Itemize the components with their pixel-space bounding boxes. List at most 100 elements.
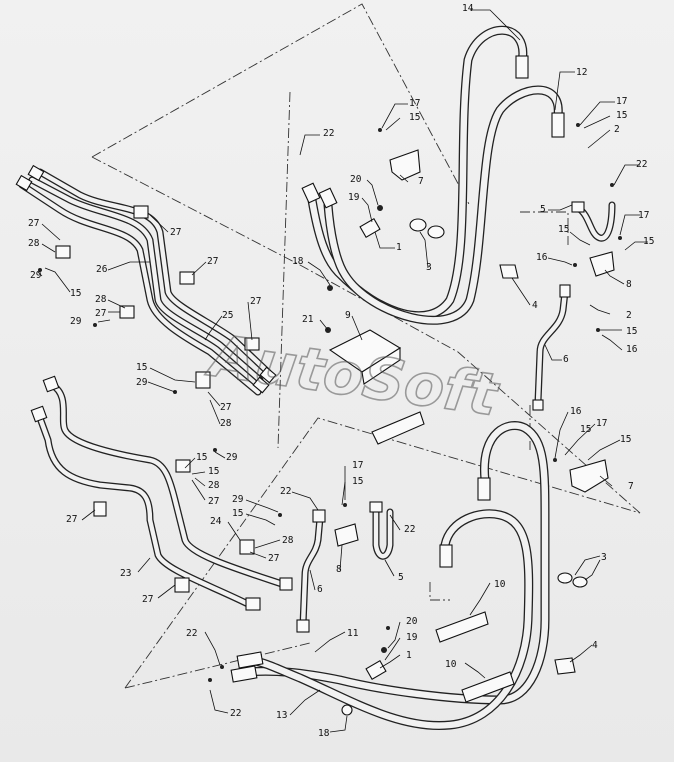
watermark: AutoSoft [202, 321, 503, 429]
exploded-view-boundary [91, 3, 641, 689]
hose-14 [307, 25, 529, 321]
callout-20: 20 [350, 174, 362, 185]
callout-21: 21 [302, 314, 314, 325]
clips-3-upper [409, 218, 445, 239]
hose-lower-right [230, 421, 550, 731]
callout-9: 9 [345, 310, 351, 321]
callout-6: 6 [317, 584, 323, 595]
callout-10: 10 [494, 579, 506, 590]
screw-18-upper [327, 285, 333, 291]
callout-15: 15 [196, 452, 207, 463]
pipe-ends-left-upper [15, 164, 277, 394]
callout-22: 22 [230, 708, 241, 719]
callout-15: 15 [558, 224, 569, 235]
callout-19: 19 [406, 632, 418, 643]
callout-8: 8 [336, 564, 342, 575]
bracket-7-lower [569, 459, 609, 493]
callout-2: 2 [614, 124, 620, 135]
callout-17: 17 [352, 460, 363, 471]
callout-6: 6 [563, 354, 569, 365]
pipe-24 [48, 381, 289, 589]
callout-23: 23 [120, 568, 131, 579]
callout-27: 27 [28, 218, 39, 229]
callout-22: 22 [323, 128, 334, 139]
callout-29: 29 [30, 270, 42, 281]
clamp-1-upper [359, 205, 383, 238]
callout-15: 15 [136, 362, 147, 373]
callout-5: 5 [540, 204, 546, 215]
callout-28: 28 [220, 418, 232, 429]
callout-11: 11 [347, 628, 359, 639]
callout-15: 15 [620, 434, 631, 445]
callout-15: 15 [580, 424, 591, 435]
callout-7: 7 [628, 481, 634, 492]
callout-8: 8 [626, 279, 632, 290]
callout-27: 27 [95, 308, 106, 319]
callout-12: 12 [576, 67, 587, 78]
callout-2: 2 [626, 310, 632, 321]
pipe-ends-left-lower [30, 375, 293, 611]
callout-27: 27 [170, 227, 181, 238]
callout-28: 28 [208, 480, 220, 491]
callout-1: 1 [406, 650, 412, 661]
callout-14: 14 [462, 3, 474, 14]
callout-5: 5 [398, 572, 404, 583]
pipe-6-lower [296, 509, 326, 633]
callout-16: 16 [626, 344, 638, 355]
callout-3: 3 [601, 552, 607, 563]
callout-labels: 14 12 17 15 22 20 19 7 17 15 2 22 5 1 3 … [28, 3, 654, 739]
callout-22: 22 [186, 628, 197, 639]
callout-15: 15 [208, 466, 219, 477]
nut-18-lower [341, 704, 353, 716]
callout-25: 25 [222, 310, 233, 321]
callout-29: 29 [232, 494, 244, 505]
bracket-8-lower [334, 523, 359, 547]
cover-9 [328, 329, 402, 385]
callout-28: 28 [95, 294, 107, 305]
clamp-4-upper [499, 264, 519, 279]
callout-27: 27 [220, 402, 231, 413]
callout-27: 27 [208, 496, 219, 507]
bracket-7-upper [389, 149, 421, 181]
callout-24: 24 [210, 516, 222, 527]
callout-17: 17 [409, 98, 420, 109]
callout-22: 22 [280, 486, 291, 497]
callout-4: 4 [532, 300, 538, 311]
callout-27: 27 [207, 256, 218, 267]
callout-17: 17 [638, 210, 649, 221]
callout-3: 3 [426, 262, 432, 273]
callout-16: 16 [570, 406, 582, 417]
bracket-8-upper [589, 251, 615, 277]
callout-1: 1 [396, 242, 402, 253]
callout-27: 27 [142, 594, 153, 605]
hose-12 [323, 85, 565, 325]
callout-18: 18 [318, 728, 330, 739]
callout-10: 10 [445, 659, 457, 670]
clips-3-lower [557, 572, 588, 588]
callout-15: 15 [616, 110, 627, 121]
callout-4: 4 [592, 640, 598, 651]
callout-17: 17 [596, 418, 607, 429]
pipe-5-upper [571, 201, 616, 242]
callout-20: 20 [406, 616, 418, 627]
callout-28: 28 [28, 238, 40, 249]
bars-10 [435, 611, 515, 703]
pipe-23 [36, 414, 254, 609]
callout-15: 15 [352, 476, 363, 487]
pipe-25 [18, 181, 262, 396]
callout-15: 15 [232, 508, 243, 519]
callout-28: 28 [282, 535, 294, 546]
clamps-27-left-upper [55, 205, 260, 389]
callout-15: 15 [643, 236, 654, 247]
callout-27: 27 [250, 296, 261, 307]
callout-29: 29 [70, 316, 82, 327]
callout-27: 27 [66, 514, 77, 525]
callout-7: 7 [418, 176, 424, 187]
callout-29: 29 [226, 452, 238, 463]
callout-22: 22 [404, 524, 415, 535]
fittings-upper-hose-ends [301, 182, 338, 209]
callout-15: 15 [70, 288, 81, 299]
callout-19: 19 [348, 192, 360, 203]
callout-17: 17 [616, 96, 627, 107]
